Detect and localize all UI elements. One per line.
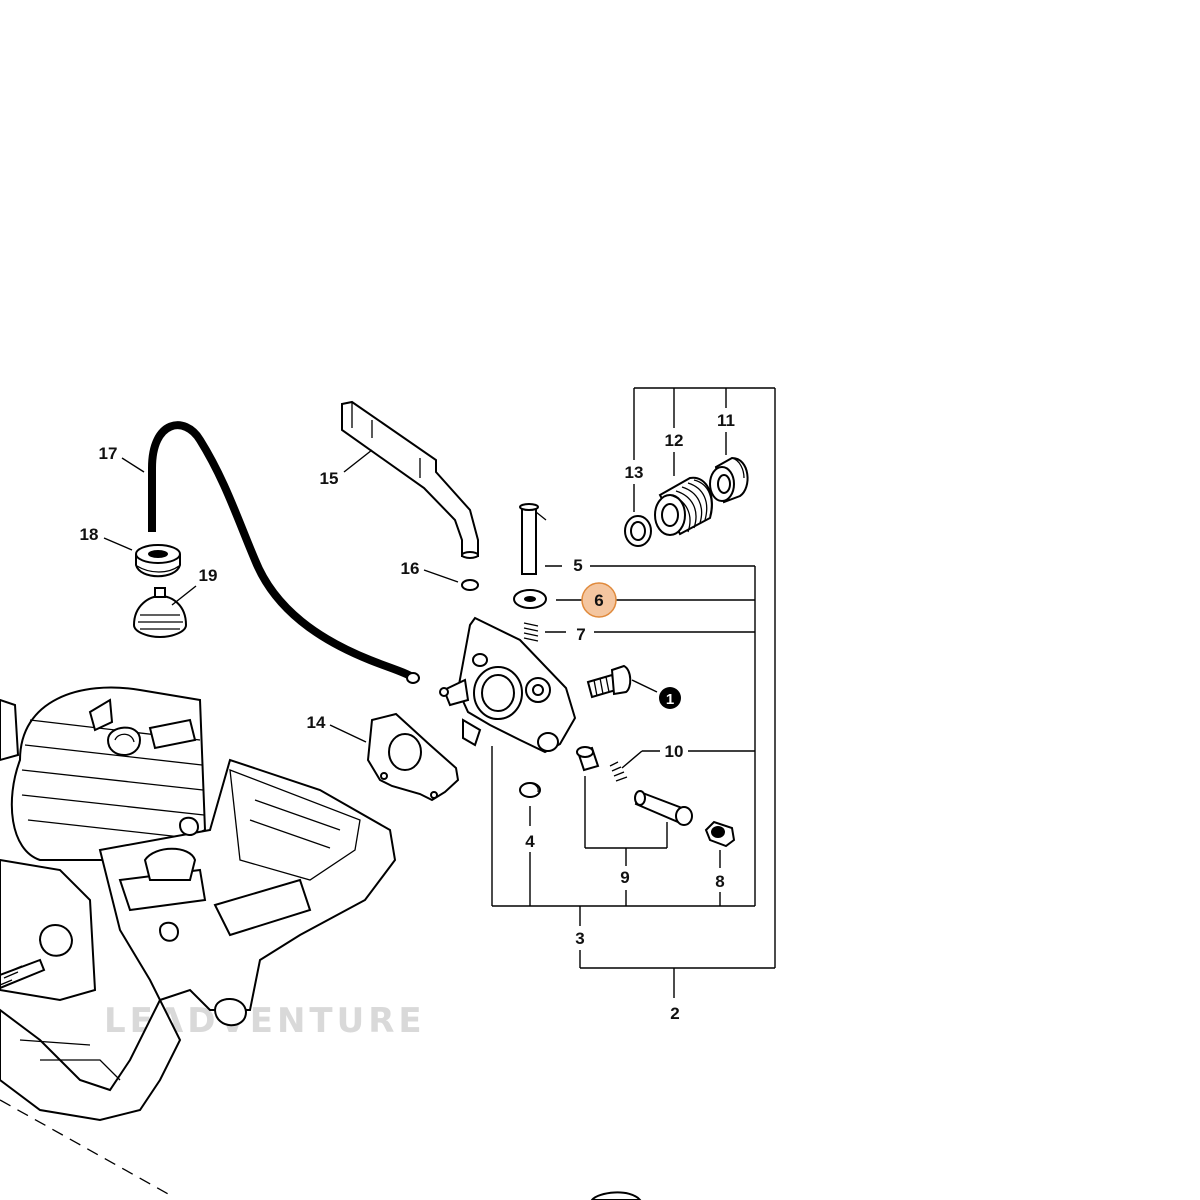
callout-11[interactable]: 11 (717, 411, 735, 430)
washer (513, 589, 547, 609)
callout-9[interactable]: 9 (620, 868, 629, 887)
highlight-circle[interactable] (581, 582, 617, 618)
callout-18[interactable]: 18 (80, 525, 99, 544)
callout-4[interactable]: 4 (525, 832, 535, 851)
bushing (709, 456, 749, 504)
worm-gear (654, 476, 713, 536)
grommet (135, 544, 181, 578)
engine-housing (0, 686, 642, 1200)
hose (148, 421, 420, 684)
oil-filter (132, 587, 188, 639)
gasket (366, 712, 460, 802)
callout-13[interactable]: 13 (625, 463, 644, 482)
callout-6[interactable]: 6 (594, 591, 603, 610)
guide-bar (341, 400, 479, 559)
callout-8[interactable]: 8 (715, 872, 724, 891)
plunger-spring (609, 761, 628, 782)
note-marker-icon (659, 687, 681, 709)
callout-labels: 2 3 4 5 6 7 8 9 10 11 12 13 14 15 16 17 … (80, 411, 735, 1023)
callout-16[interactable]: 16 (401, 559, 420, 578)
oil-pump-body (439, 616, 577, 754)
o-ring (461, 579, 479, 591)
callout-7[interactable]: 7 (576, 625, 585, 644)
callout-5[interactable]: 5 (573, 556, 582, 575)
note-marker-label: 1 (666, 691, 674, 708)
callout-17[interactable]: 17 (99, 444, 118, 463)
callout-10[interactable]: 10 (665, 742, 684, 761)
cap-nut (704, 820, 736, 848)
callout-2[interactable]: 2 (670, 1004, 679, 1023)
plunger-cap (576, 746, 600, 772)
callout-19[interactable]: 19 (199, 566, 218, 585)
screw (586, 664, 632, 699)
clip (519, 782, 541, 798)
adjust-screw (634, 790, 693, 826)
seal-ring (624, 515, 652, 547)
spring (523, 622, 539, 642)
callout-15[interactable]: 15 (320, 469, 339, 488)
pin (519, 503, 547, 575)
callout-12[interactable]: 12 (665, 431, 684, 450)
leader-lines (103, 387, 776, 998)
callout-3[interactable]: 3 (575, 929, 584, 948)
callout-14[interactable]: 14 (307, 713, 326, 732)
